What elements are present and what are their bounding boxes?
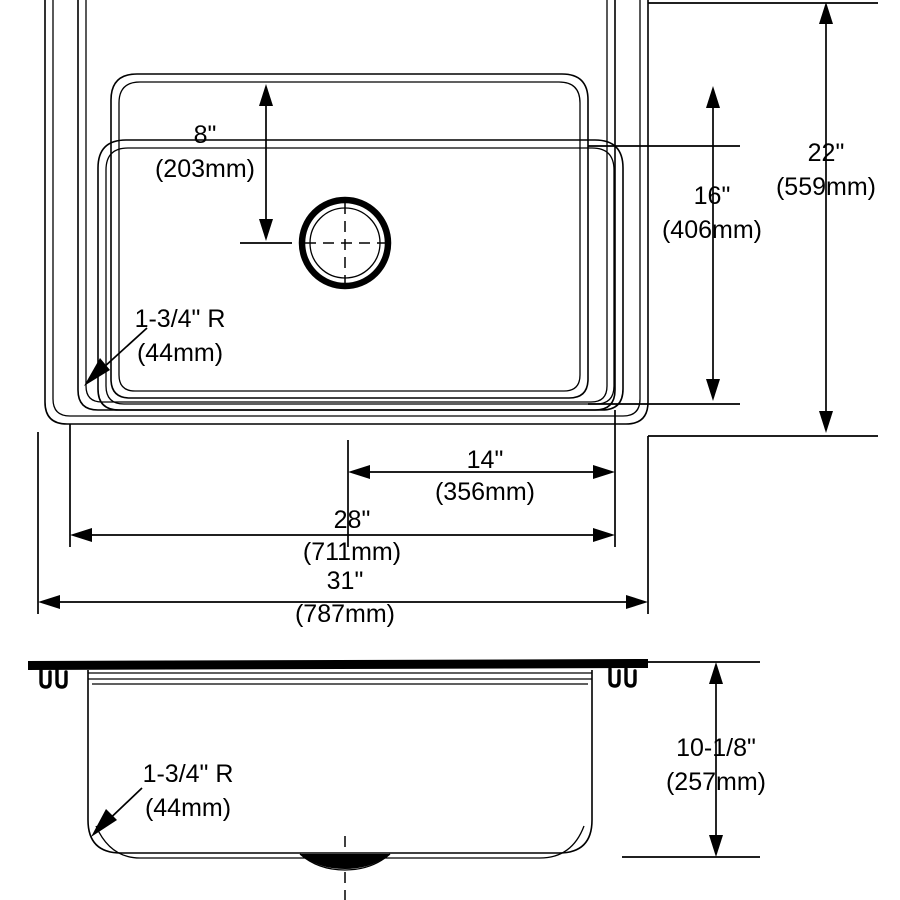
drain-opening (298, 196, 392, 290)
rim-flange-slab (28, 659, 648, 670)
callout-corner-radius-top-view: 1-3/4" R (44mm) (84, 305, 225, 386)
mounting-clip-right (608, 667, 637, 688)
dim-label-28in-metric: (711mm) (303, 538, 401, 566)
arrow-depth-bottom (709, 835, 723, 857)
arrow-16in-bottom (706, 379, 720, 401)
dim-label-8in-metric: (203mm) (155, 155, 255, 183)
dim-label-depth-metric: (257mm) (666, 768, 766, 796)
deck-outer-inner-edge (52, 0, 641, 417)
dimension-8in-drain-from-rear: 8" (203mm) (155, 84, 292, 244)
dimension-10-1-8in-bowl-depth: 10-1/8" (257mm) (622, 661, 766, 858)
dimension-16in-front-to-back: 16" (406mm) (588, 86, 762, 405)
callout-label-radius-top-metric: (44mm) (137, 339, 223, 367)
leader-arrow-radius-top (84, 358, 110, 386)
leader-arrow-radius-section (91, 809, 117, 837)
bowl-floor-inner-edge (105, 147, 615, 405)
dim-label-28in-imperial: 28" (334, 506, 371, 534)
deck-outer-outline (44, 0, 649, 425)
dim-label-14in-metric: (356mm) (435, 478, 535, 506)
dim-label-depth-imperial: 10-1/8" (676, 734, 756, 762)
callout-label-radius-top-imperial: 1-3/4" R (135, 305, 226, 333)
mounting-clip-left (39, 668, 68, 689)
clip-right-a (608, 667, 621, 688)
dim-label-16in-metric: (406mm) (662, 216, 762, 244)
bowl-rim-outer-outline (110, 73, 589, 399)
arrow-22in-bottom (819, 411, 833, 433)
front-section-view: 1-3/4" R (44mm) 10-1/8" (257mm) (28, 659, 766, 900)
dimension-22in-overall-front-to-back: 22" (559mm) (648, 2, 878, 437)
clip-left-a (39, 668, 52, 689)
dimension-28in-bowl-width: 28" (711mm) (70, 506, 615, 566)
dim-label-22in-metric: (559mm) (776, 173, 876, 201)
bowl-section-outline (87, 670, 593, 854)
arrow-28in-right (593, 528, 615, 542)
dim-label-31in-imperial: 31" (327, 567, 364, 595)
clip-right-b (624, 667, 637, 688)
arrow-8in-top (259, 84, 273, 106)
bowl-rim-inner-outline (118, 81, 581, 392)
arrow-31in-right (626, 595, 648, 609)
dim-label-22in-imperial: 22" (808, 139, 845, 167)
callout-label-radius-section-imperial: 1-3/4" R (143, 760, 234, 788)
arrow-depth-top (709, 662, 723, 684)
dim-label-31in-metric: (787mm) (295, 600, 395, 628)
dim-label-8in-imperial: 8" (194, 121, 217, 149)
top-plan-view: 8" (203mm) 16" (406mm) 22" (559mm) (37, 0, 878, 628)
arrow-16in-top (706, 86, 720, 108)
bowl-floor-outline (97, 139, 624, 411)
arrow-22in-top (819, 2, 833, 24)
dim-label-16in-imperial: 16" (694, 182, 731, 210)
arrow-31in-left (38, 595, 60, 609)
dim-label-14in-imperial: 14" (467, 446, 504, 474)
clip-left-b (55, 668, 68, 689)
arrow-14in-right (593, 465, 615, 479)
deck-ledge-inner-edge (85, 0, 608, 403)
drain-boss-outline (299, 853, 391, 871)
callout-label-radius-section-metric: (44mm) (145, 794, 231, 822)
callout-corner-radius-section-view: 1-3/4" R (44mm) (91, 760, 233, 837)
dimension-31in-overall-width: 31" (787mm) (38, 567, 648, 628)
arrow-14in-left (348, 465, 370, 479)
drain-outer-ring (298, 196, 392, 290)
arrow-8in-bottom (259, 219, 273, 241)
arrow-28in-left (70, 528, 92, 542)
dimension-14in-drain-from-right: 14" (356mm) (348, 446, 615, 506)
